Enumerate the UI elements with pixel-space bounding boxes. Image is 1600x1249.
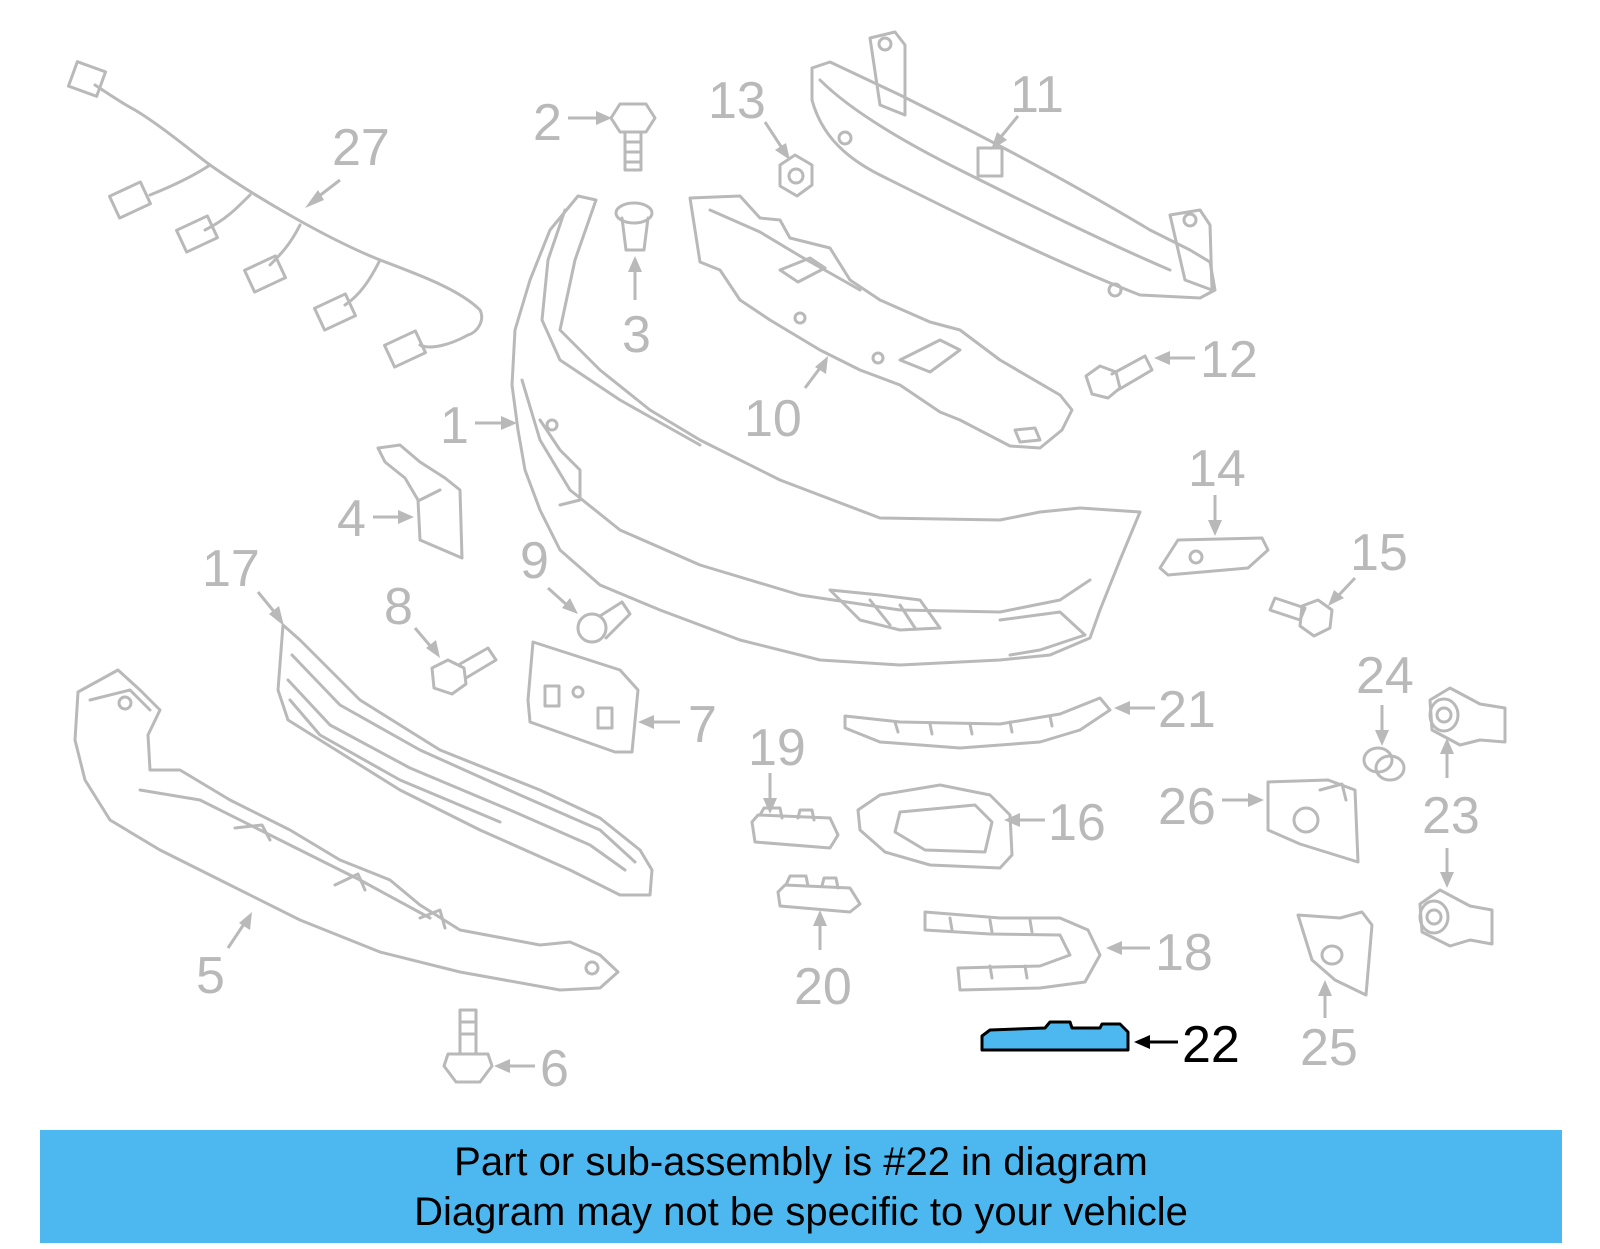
callout-11: 11 [1010, 66, 1064, 124]
banner-line-disclaimer: Diagram may not be specific to your vehi… [414, 1189, 1188, 1234]
part-24-grommet [1362, 746, 1406, 782]
callout-1: 1 [440, 397, 469, 455]
part-26-sensor-bracket [1266, 778, 1360, 864]
arrow-4 [373, 510, 414, 524]
part-10-absorber [688, 194, 1074, 450]
callout-3: 3 [622, 306, 651, 364]
arrow-19 [763, 773, 777, 814]
arrow-3 [628, 256, 642, 300]
arrow-2 [568, 111, 612, 125]
callout-21: 21 [1158, 681, 1216, 739]
part-3-clip [614, 201, 654, 252]
callout-6: 6 [540, 1040, 569, 1098]
callout-10: 10 [744, 390, 802, 448]
arrow-14 [1208, 495, 1222, 536]
arrow-1 [475, 416, 517, 430]
part-2-bolt [609, 102, 657, 172]
callout-23: 23 [1422, 787, 1480, 845]
part-22-highlighted-bracket [980, 1020, 1130, 1052]
part-25-sensor-bracket [1296, 910, 1374, 997]
part-17-grille [276, 623, 654, 897]
part-6-bolt [442, 1008, 494, 1084]
info-banner: Part or sub-assembly is #22 in diagram D… [40, 1130, 1562, 1243]
callout-13: 13 [708, 72, 766, 130]
callout-7: 7 [688, 696, 717, 754]
callout-8: 8 [384, 578, 413, 636]
part-12-bolt [1084, 354, 1154, 400]
callout-15: 15 [1350, 524, 1408, 582]
callout-2: 2 [533, 94, 562, 152]
part-5-lower-spoiler [73, 668, 620, 992]
arrow-5 [226, 912, 252, 949]
arrow-6 [494, 1059, 535, 1073]
part-27-wiring-harness [66, 60, 484, 369]
part-23-parking-sensor [1418, 686, 1507, 948]
arrow-18 [1106, 941, 1150, 955]
callout-14: 14 [1188, 440, 1246, 498]
arrow-20 [813, 910, 827, 950]
part-16-bezel [856, 783, 1014, 870]
arrow-9 [546, 586, 578, 614]
part-15-screw [1268, 596, 1334, 638]
callout-17: 17 [202, 540, 260, 598]
callout-20: 20 [794, 958, 852, 1016]
arrow-15 [1328, 576, 1357, 606]
callout-22: 22 [1182, 1016, 1240, 1074]
part-18-lower-trim [923, 910, 1102, 992]
callout-19: 19 [748, 719, 806, 777]
callout-18: 18 [1155, 924, 1213, 982]
callout-9: 9 [520, 532, 549, 590]
arrow-25 [1318, 980, 1332, 1018]
arrow-17 [256, 591, 284, 626]
callout-24: 24 [1356, 647, 1414, 705]
callout-4: 4 [337, 490, 366, 548]
arrow-21 [1114, 701, 1155, 715]
arrow-12 [1154, 351, 1195, 365]
callout-26: 26 [1158, 778, 1216, 836]
part-7-license-bracket [526, 640, 640, 754]
arrow-23-down [1440, 848, 1454, 888]
part-9-clip [576, 600, 632, 644]
callout-16: 16 [1048, 794, 1106, 852]
callout-27: 27 [332, 119, 390, 177]
arrow-27 [305, 178, 341, 208]
arrow-8 [413, 627, 440, 658]
part-8-bolt [430, 646, 498, 696]
part-19-clip [750, 806, 840, 850]
part-13-nut [778, 153, 814, 198]
part-1-bumper-cover [510, 194, 1142, 667]
arrow-23-up [1440, 738, 1454, 778]
arrow-22 [1134, 1035, 1178, 1049]
callout-12: 12 [1200, 331, 1258, 389]
arrow-26 [1222, 793, 1264, 807]
banner-line-part: Part or sub-assembly is #22 in diagram [454, 1139, 1148, 1184]
arrow-11 [991, 115, 1020, 150]
arrow-7 [638, 715, 680, 729]
arrow-10 [803, 356, 828, 389]
part-20-clip [776, 874, 862, 914]
part-11-reinforcement [810, 30, 1217, 300]
arrow-16 [1004, 813, 1045, 827]
part-14-reflector [1158, 536, 1270, 577]
arrow-13 [763, 121, 790, 160]
part-21-trim-strip [843, 696, 1112, 750]
callout-5: 5 [196, 947, 225, 1005]
arrow-24 [1375, 705, 1389, 746]
parts-diagram: 1 2 3 4 5 6 7 8 9 10 11 12 13 14 15 16 1… [66, 30, 1507, 1098]
callout-25: 25 [1300, 1019, 1358, 1077]
part-4-bracket [376, 443, 464, 560]
